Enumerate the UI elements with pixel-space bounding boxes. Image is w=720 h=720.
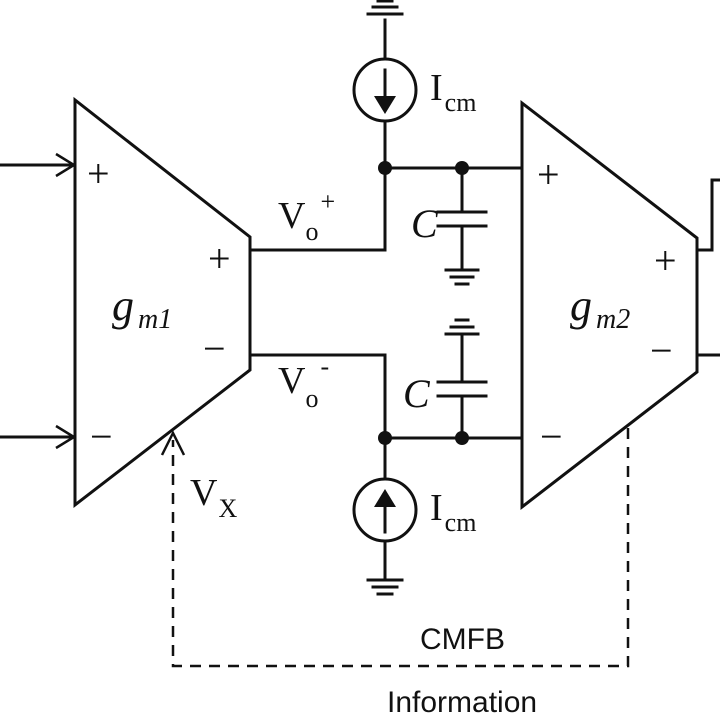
top-supply-symbol <box>366 0 404 16</box>
vx-feedback-arrow <box>160 430 186 456</box>
vo-minus-node-dot <box>378 431 392 445</box>
cap-bottom-label: C <box>403 371 431 416</box>
icm-top-base: I <box>430 67 443 109</box>
gm1-out-plus-sign: + <box>208 236 231 281</box>
gm2-out-minus-sign: − <box>650 328 673 373</box>
vo-plus-node-dot <box>378 161 392 175</box>
vo-minus-sup: - <box>320 352 329 381</box>
gm2-in-minus-sign: − <box>540 414 563 459</box>
icm-top-sub: cm <box>445 88 477 117</box>
cap-top-label: C <box>411 201 439 246</box>
gm1-in-minus-sign: − <box>90 414 113 459</box>
vo-minus-base: V <box>278 360 306 402</box>
gm2-in-plus-sign: + <box>537 152 560 197</box>
vo-minus-label: Vo- <box>278 352 329 413</box>
vx-label: VX <box>190 472 237 523</box>
icm-bottom-label: Icm <box>430 487 476 537</box>
vx-sub: X <box>218 494 237 523</box>
vo-plus-net <box>248 166 524 252</box>
gm1-in-plus-sign: + <box>87 151 110 196</box>
vx-base: V <box>190 472 218 514</box>
icm-top-current-source <box>352 57 418 123</box>
gm2-amplifier <box>520 99 699 511</box>
vo-minus-net <box>248 353 524 440</box>
vo-plus-sub: o <box>305 217 318 246</box>
gm2-symbol: g <box>570 281 592 330</box>
vo-plus-label: Vo+ <box>278 187 335 246</box>
cap-bottom-ground-icon <box>444 318 480 336</box>
gm1-symbol: g <box>112 281 134 330</box>
information-label: Information <box>387 686 537 719</box>
cap-bottom <box>436 334 488 440</box>
cmfb-label: CMFB <box>420 623 505 656</box>
gm2-subscript: m2 <box>596 304 630 335</box>
gm2-out-plus-sign: + <box>654 238 677 283</box>
icm-bottom-base: I <box>430 487 443 529</box>
vo-minus-sub: o <box>305 384 318 413</box>
cap-top <box>436 166 488 270</box>
gm2-output-plus-wire <box>695 178 720 252</box>
icm-bottom-ground-icon <box>366 578 404 596</box>
cmfb-dashed-loop <box>171 428 630 668</box>
icm-bottom-current-source <box>352 477 418 543</box>
gm1-input-plus-arrow <box>55 152 77 178</box>
vo-plus-sup: + <box>320 187 335 216</box>
gm1-amplifier <box>73 96 252 509</box>
cap-top-ground-icon <box>444 268 480 286</box>
icm-top-label: Icm <box>430 67 476 117</box>
gm1-out-minus-sign: − <box>203 326 226 371</box>
icm-bottom-sub: cm <box>445 508 477 537</box>
vo-plus-base: V <box>278 195 306 237</box>
gm1-input-minus-arrow <box>55 424 77 450</box>
gm1-subscript: m1 <box>138 304 172 335</box>
